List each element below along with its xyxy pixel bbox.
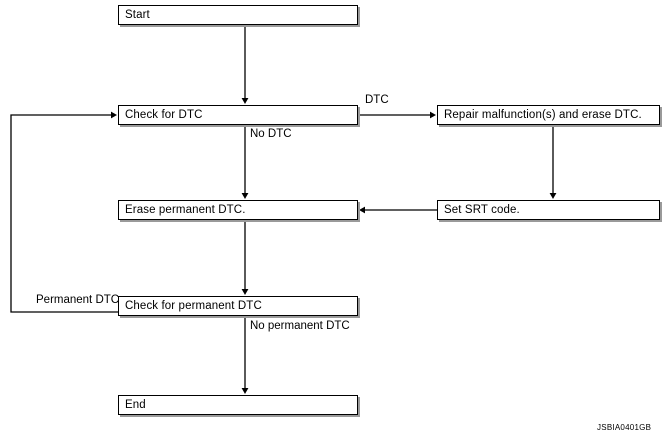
node-start[interactable]: Start	[118, 5, 358, 25]
node-erase-permanent-dtc[interactable]: Erase permanent DTC.	[118, 200, 358, 220]
figure-id-code: JSBIA0401GB	[597, 423, 652, 432]
node-repair-malfunctions[interactable]: Repair malfunction(s) and erase DTC.	[437, 105, 660, 125]
node-repair-malfunctions-label: Repair malfunction(s) and erase DTC.	[444, 109, 642, 121]
node-erase-permanent-dtc-label: Erase permanent DTC.	[125, 204, 246, 216]
edge-label-no-permanent-dtc: No permanent DTC	[250, 320, 350, 332]
edge-check-permanent-to-check-dtc-loop	[10, 111, 118, 313]
node-check-for-permanent-dtc[interactable]: Check for permanent DTC	[118, 296, 358, 316]
edge-label-dtc: DTC	[365, 94, 389, 106]
node-set-srt-code[interactable]: Set SRT code.	[437, 200, 660, 220]
node-start-label: Start	[125, 9, 150, 21]
edge-label-permanent-dtc: Permanent DTC	[36, 294, 120, 306]
node-end[interactable]: End	[118, 395, 358, 415]
node-check-for-dtc-label: Check for DTC	[125, 109, 203, 121]
node-check-for-permanent-dtc-label: Check for permanent DTC	[125, 300, 262, 312]
edge-label-no-dtc: No DTC	[250, 128, 292, 140]
node-end-label: End	[125, 399, 146, 411]
node-check-for-dtc[interactable]: Check for DTC	[118, 105, 358, 125]
node-set-srt-code-label: Set SRT code.	[444, 204, 520, 216]
